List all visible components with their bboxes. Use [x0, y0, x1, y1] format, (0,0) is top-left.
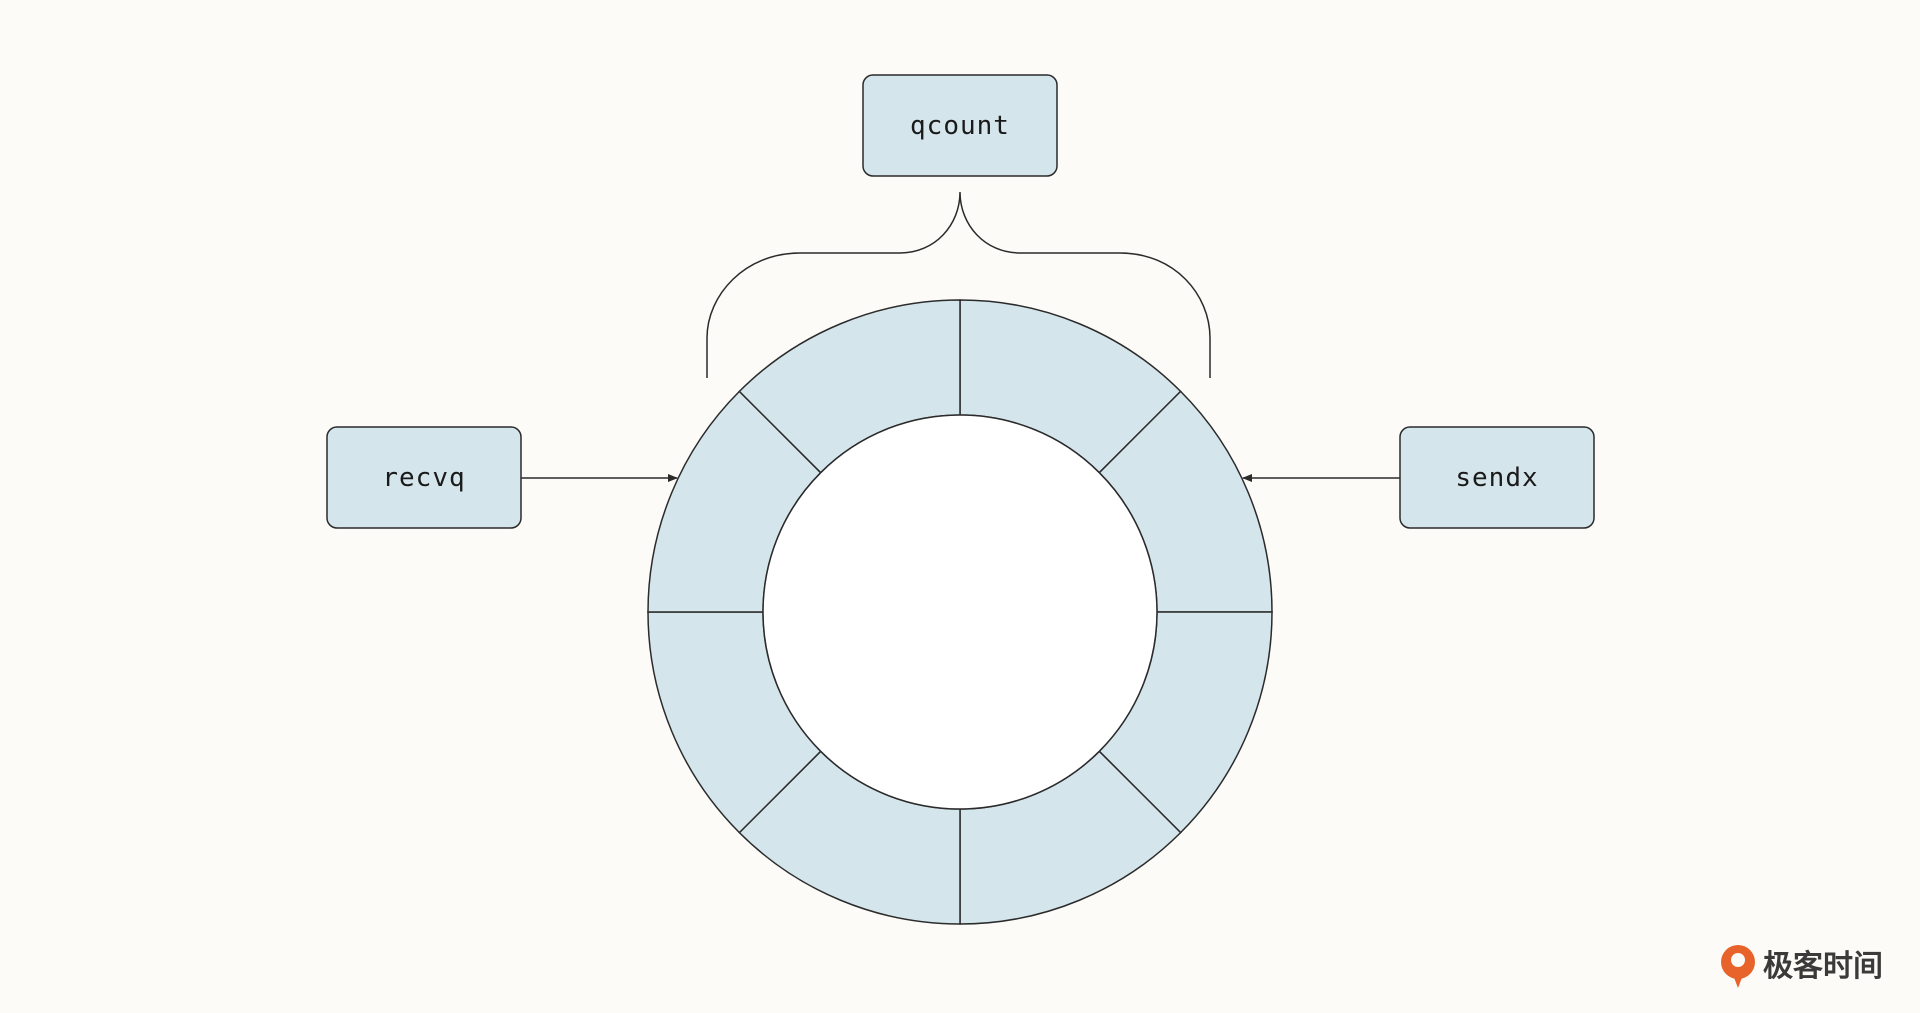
ring-buffer — [647, 299, 1273, 925]
recvq-box: recvq — [326, 426, 522, 529]
qcount-label: qcount — [910, 111, 1010, 141]
sendx-label: sendx — [1455, 463, 1538, 493]
ring-inner-hole — [762, 414, 1158, 810]
qcount-box: qcount — [862, 74, 1058, 177]
qcount-brace — [706, 191, 1211, 378]
watermark-text: 极客时间 — [1763, 949, 1883, 984]
geektime-watermark: 极客时间 — [1721, 945, 1883, 988]
sendx-box: sendx — [1399, 426, 1595, 529]
geektime-logo-icon — [1721, 945, 1755, 988]
recvq-label: recvq — [382, 463, 465, 493]
